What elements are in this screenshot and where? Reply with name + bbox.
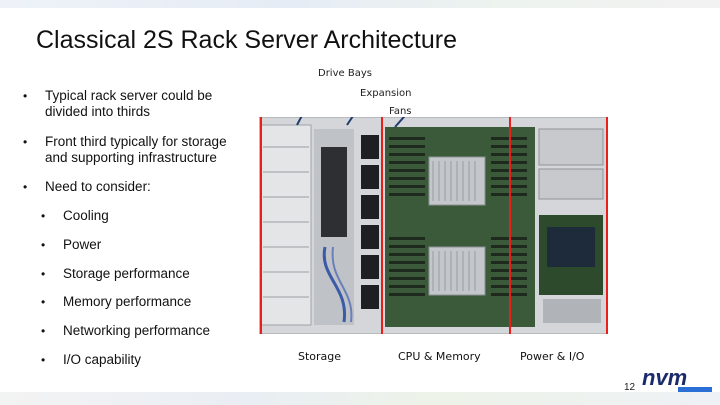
top-decorative-band [0, 0, 720, 8]
bullet-text: Need to consider: [45, 179, 151, 194]
bullet-marker: • [23, 89, 28, 103]
sub-bullet-item: • I/O capability [41, 352, 263, 368]
nvm-logo: nvm [642, 365, 712, 393]
bullet-item: • Typical rack server could be divided i… [23, 88, 245, 120]
sub-bullet-item: • Memory performance [41, 294, 263, 310]
section-label-cpu-memory: CPU & Memory [398, 350, 481, 363]
sub-bullet-item: • Cooling [41, 208, 263, 224]
sub-bullet-text: Memory performance [63, 294, 192, 309]
bullet-text: Typical rack server could be divided int… [45, 88, 213, 119]
logo-text: nvm [642, 365, 687, 390]
sub-bullet-item: • Power [41, 237, 263, 253]
sub-bullet-item: • Storage performance [41, 266, 263, 282]
sub-bullet-text: Cooling [63, 208, 109, 223]
bottom-decorative-band [0, 392, 720, 405]
callout-drive-bays: Drive Bays [318, 68, 372, 79]
callout-expansion-fans: Expansion Fans [360, 88, 412, 117]
bullet-marker: • [23, 135, 28, 149]
bullet-item: • Front third typically for storage and … [23, 134, 245, 166]
slide-title: Classical 2S Rack Server Architecture [36, 26, 457, 54]
bullet-marker: • [41, 324, 46, 338]
bullet-text: Front third typically for storage and su… [45, 134, 227, 165]
bullet-marker: • [41, 238, 46, 252]
sub-bullet-text: Storage performance [63, 266, 190, 281]
bullet-marker: • [41, 295, 46, 309]
sub-bullet-text: I/O capability [63, 352, 142, 367]
bullet-item: • Need to consider: [23, 179, 245, 195]
section-label-power-io: Power & I/O [520, 350, 585, 363]
bullet-marker: • [23, 180, 28, 194]
sub-bullet-text: Power [63, 237, 102, 252]
sub-bullet-item: • Networking performance [41, 323, 263, 339]
sub-bullet-text: Networking performance [63, 323, 211, 338]
section-label-storage: Storage [298, 350, 342, 363]
server-top-view-image [259, 117, 608, 334]
bullet-marker: • [41, 267, 46, 281]
page-number: 12 [624, 382, 636, 393]
bullet-marker: • [41, 209, 46, 223]
bullet-marker: • [41, 353, 46, 367]
